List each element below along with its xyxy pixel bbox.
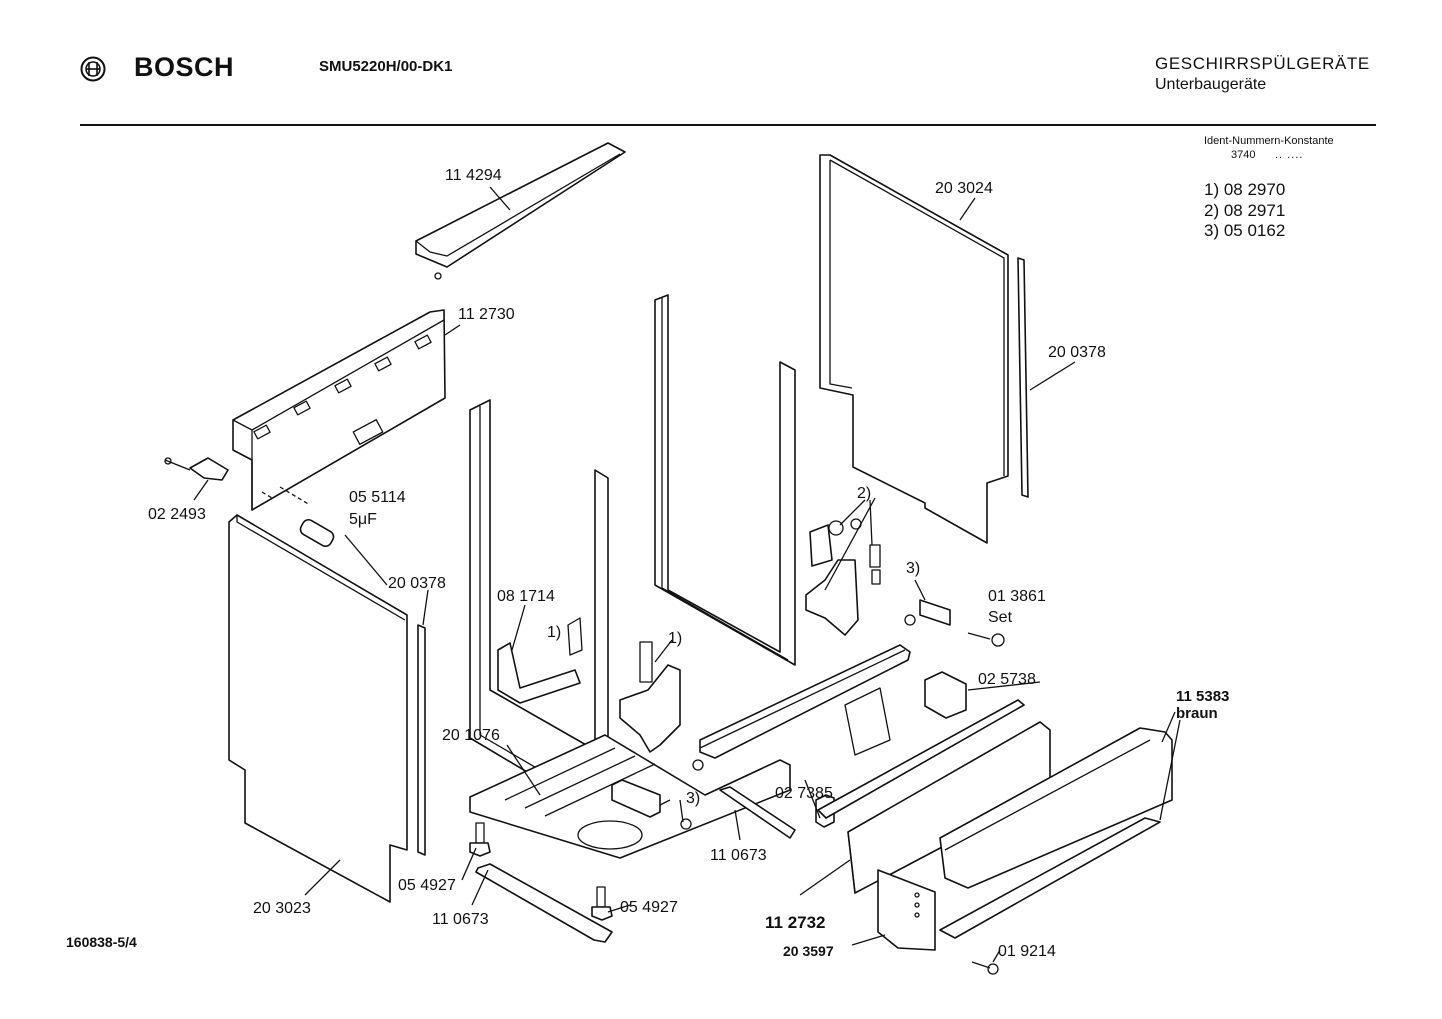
ident-note-2: 2) 08 2971 xyxy=(1204,201,1286,220)
product-category: GESCHIRRSPÜLGERÄTE xyxy=(1155,54,1370,73)
hinge-bracket xyxy=(497,617,583,704)
ident-title: Ident-Nummern-Konstante xyxy=(1204,135,1334,147)
front-bracket xyxy=(877,869,936,951)
base-rail xyxy=(699,644,911,759)
document-number: 160838-5/4 xyxy=(66,934,137,950)
top-cover-plate xyxy=(415,142,626,280)
leader-lines xyxy=(193,186,1181,963)
relay-component xyxy=(924,671,967,719)
label-01-3861: 01 3861 xyxy=(988,588,1046,605)
label-02-5738: 02 5738 xyxy=(978,671,1036,688)
header-divider xyxy=(80,124,1376,126)
label-braun: braun xyxy=(1176,705,1218,722)
label-11-0673-left: 11 0673 xyxy=(432,911,489,928)
hinge-screw-part xyxy=(164,457,229,481)
label-01-9214: 01 9214 xyxy=(998,943,1056,960)
hinge-parts-2 xyxy=(805,518,881,636)
product-subcategory: Unterbaugeräte xyxy=(1155,76,1267,93)
label-11-0673-right: 11 0673 xyxy=(710,847,767,864)
ident-value: 3740 xyxy=(1231,149,1256,161)
side-strip-left xyxy=(417,624,426,856)
label-11-5383: 11 5383 xyxy=(1176,688,1229,705)
label-08-1714: 08 1714 xyxy=(497,588,555,605)
door-frame-right xyxy=(654,294,796,666)
label-02-7385: 02 7385 xyxy=(775,785,833,802)
label-11-2730: 11 2730 xyxy=(458,306,515,323)
label-05-4927-left: 05 4927 xyxy=(398,877,456,894)
ident-dots: .. .... xyxy=(1275,149,1304,161)
brand-name: BOSCH xyxy=(134,52,235,82)
label-ref-3-a: 3) xyxy=(906,560,920,577)
side-strip-right xyxy=(1017,257,1029,498)
label-20-3024: 20 3024 xyxy=(935,180,993,197)
clip-parts-3 xyxy=(611,759,704,830)
rail-left xyxy=(475,863,613,943)
rail-right xyxy=(719,786,796,839)
label-20-1076: 20 1076 xyxy=(442,727,500,744)
label-20-0378-left: 20 0378 xyxy=(388,575,446,592)
label-20-0378-right: 20 0378 xyxy=(1048,344,1106,361)
kick-strip-bar xyxy=(817,699,1025,819)
front-base-panel xyxy=(847,721,1051,894)
screw-part xyxy=(971,961,999,975)
label-set: Set xyxy=(988,609,1013,626)
label-02-2493: 02 2493 xyxy=(148,506,206,523)
adjustable-foot-right xyxy=(591,886,613,921)
rear-panel xyxy=(819,154,1009,544)
ident-note-3: 3) 05 0162 xyxy=(1204,221,1286,240)
hinge-lever-part xyxy=(619,641,681,753)
label-11-2732: 11 2732 xyxy=(765,913,826,932)
capacitor xyxy=(261,486,335,548)
latch-parts-3 xyxy=(904,599,1005,647)
ident-note-1: 1) 08 2970 xyxy=(1204,180,1286,199)
label-20-3597: 20 3597 xyxy=(783,943,834,959)
side-panel-left xyxy=(228,514,408,903)
label-5uF: 5μF xyxy=(349,511,377,528)
bosch-armature-logo-icon xyxy=(80,56,106,82)
handle-strip xyxy=(939,727,1173,939)
control-panel-bracket xyxy=(232,309,446,511)
label-05-4927-right: 05 4927 xyxy=(620,899,678,916)
label-ref-3-b: 3) xyxy=(686,790,700,807)
label-ref-1-a: 1) xyxy=(547,624,561,641)
label-ref-1-b: 1) xyxy=(668,630,682,647)
label-05-5114: 05 5114 xyxy=(349,489,406,506)
adjustable-foot-left xyxy=(469,822,491,857)
label-11-4294: 11 4294 xyxy=(445,167,502,184)
model-number: SMU5220H/00-DK1 xyxy=(319,58,453,75)
label-ref-2: 2) xyxy=(857,485,871,502)
label-20-3023: 20 3023 xyxy=(253,900,311,917)
